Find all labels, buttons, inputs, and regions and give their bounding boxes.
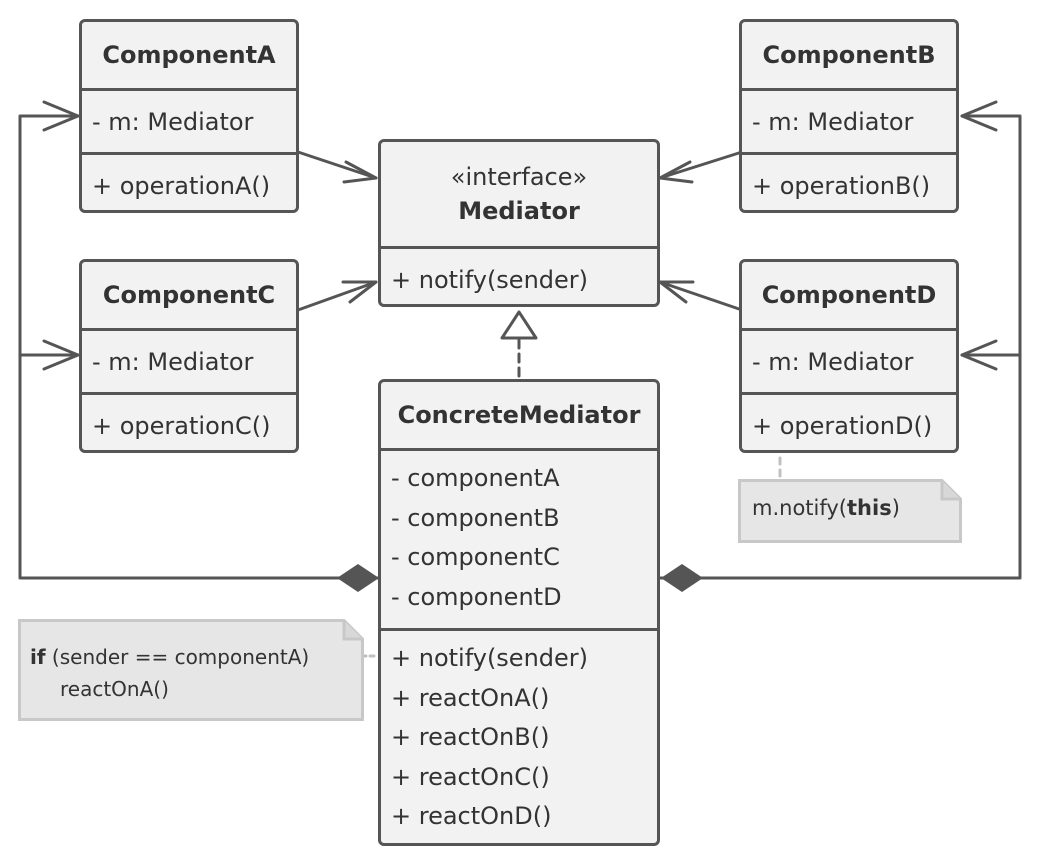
dependency-d-to-mediator (658, 280, 744, 312)
component-c-class: ComponentC - m: Mediator + operationC() (79, 259, 299, 453)
concrete-field: - componentC (391, 543, 560, 571)
mediator-name: Mediator (458, 197, 580, 225)
arrowhead-b-dependency (658, 160, 694, 184)
composition-right-line (658, 114, 1022, 580)
dependency-a-to-mediator (296, 150, 378, 180)
concrete-method: + reactOnD() (391, 802, 552, 830)
arrowhead-left-c (42, 339, 80, 371)
composition-diamond-left (337, 564, 379, 592)
concrete-method: + reactOnC() (391, 762, 550, 791)
arrowhead-a-dependency (342, 160, 378, 184)
composition-diamond-right (661, 564, 703, 592)
concrete-mediator-fields: - componentA - componentB - componentC -… (381, 448, 657, 628)
arrowhead-d-dependency (658, 280, 695, 304)
mediator-notify-method: + notify(sender) (381, 246, 657, 304)
note-concrete-shape (18, 619, 364, 721)
concrete-mediator-name: ConcreteMediator (397, 401, 641, 429)
note-concrete-condition: (sender == componentA) (45, 645, 310, 669)
component-a-field: - m: Mediator (82, 88, 296, 152)
component-b-class: ComponentB - m: Mediator + operationB() (739, 19, 959, 213)
component-d-operation: + operationD() (742, 392, 956, 450)
composition-left-line (18, 114, 380, 580)
component-d-field: - m: Mediator (742, 328, 956, 392)
component-a-operation: + operationA() (82, 152, 296, 210)
note-concrete-body: reactOnA() (60, 677, 169, 701)
component-b-field: - m: Mediator (742, 88, 956, 152)
note-concrete-mediator: if (sender == componentA) reactOnA() (30, 641, 309, 705)
component-a-class: ComponentA - m: Mediator + operationA() (79, 19, 299, 213)
note-concrete-line-1: if (sender == componentA) (30, 641, 309, 673)
component-b-name: ComponentB (762, 41, 936, 69)
component-d-class: ComponentD - m: Mediator + operationD() (739, 259, 959, 453)
component-c-operation: + operationC() (82, 392, 296, 450)
dependency-b-to-mediator (658, 150, 744, 180)
realization-triangle (500, 310, 538, 340)
arrowhead-right-d (960, 339, 998, 371)
note-d-suffix: ) (891, 496, 900, 520)
note-concrete-keyword: if (30, 645, 46, 669)
concrete-method: + reactOnA() (391, 683, 550, 712)
arrowhead-c-dependency (341, 280, 378, 304)
mediator-header: «interface» Mediator (381, 142, 657, 246)
concrete-method: + reactOnB() (391, 723, 550, 751)
note-component-d: m.notify(this) (752, 496, 900, 520)
mediator-stereotype: «interface» (450, 163, 588, 191)
arrowhead-right-b (960, 100, 998, 132)
dependency-c-to-mediator (296, 280, 378, 312)
component-c-name: ComponentC (102, 281, 276, 309)
concrete-field: - componentD (391, 582, 562, 611)
concrete-method: + notify(sender) (391, 644, 589, 672)
mediator-interface: «interface» Mediator + notify(sender) (378, 139, 660, 307)
note-d-keyword: this (847, 496, 892, 520)
arrowhead-left-a (42, 100, 80, 132)
note-d-shape (738, 479, 962, 543)
component-d-name: ComponentD (761, 281, 937, 309)
concrete-field: - componentA (391, 464, 560, 492)
note-d-prefix: m.notify( (752, 496, 848, 520)
component-c-field: - m: Mediator (82, 328, 296, 392)
concrete-field: - componentB (391, 503, 560, 532)
concrete-mediator-methods: + notify(sender) + reactOnA() + reactOnB… (381, 628, 657, 843)
component-a-name: ComponentA (102, 41, 276, 69)
component-b-operation: + operationB() (742, 152, 956, 210)
concrete-mediator-class: ConcreteMediator - componentA - componen… (378, 379, 660, 846)
